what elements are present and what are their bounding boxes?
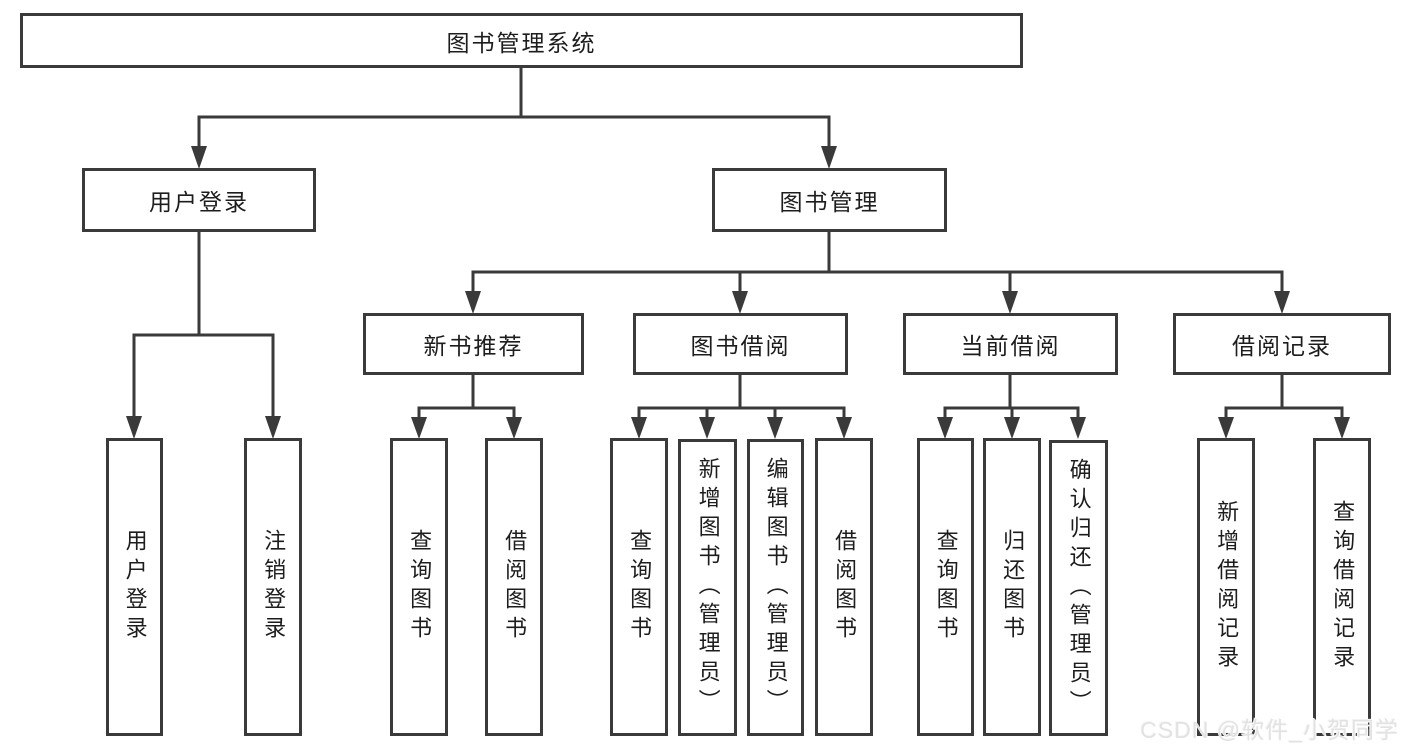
leaf-add-borrow-record: 新增借阅记录 xyxy=(1197,438,1255,736)
leaf-user-login: 用户登录 xyxy=(106,438,163,736)
leaf-query-books-recommend: 查询图书 xyxy=(390,438,448,736)
leaf-label: 注销登录 xyxy=(261,529,287,645)
leaf-query-books-current: 查询图书 xyxy=(917,438,974,736)
leaf-label: 借阅图书 xyxy=(832,529,858,645)
leaf-query-books-borrow: 查询图书 xyxy=(610,438,668,736)
leaf-label: 查询借阅记录 xyxy=(1330,500,1356,674)
csdn-watermark: CSDN @软件_小贺同学 xyxy=(1140,717,1399,743)
node-label: 当前借阅 xyxy=(960,333,1061,359)
node-book-borrow: 图书借阅 xyxy=(633,313,848,375)
node-label: 新书推荐 xyxy=(423,333,524,359)
node-label: 借阅记录 xyxy=(1232,333,1332,359)
leaf-label: 借阅图书 xyxy=(502,529,528,645)
leaf-return-books: 归还图书 xyxy=(983,438,1041,736)
node-new-book-recommend: 新书推荐 xyxy=(363,313,584,375)
node-label: 用户登录 xyxy=(149,189,249,215)
leaf-label: 查询图书 xyxy=(407,529,433,645)
node-user-login: 用户登录 xyxy=(82,168,316,232)
node-label: 图书管理 xyxy=(779,189,880,215)
leaf-confirm-return-admin: 确认归还（管理员） xyxy=(1049,440,1108,736)
node-borrow-records: 借阅记录 xyxy=(1173,313,1391,375)
leaf-label: 查询图书 xyxy=(627,529,653,645)
leaf-label: 用户登录 xyxy=(122,529,148,645)
leaf-label: 归还图书 xyxy=(1000,529,1026,645)
leaf-logout: 注销登录 xyxy=(244,438,302,736)
leaf-label: 新增借阅记录 xyxy=(1214,500,1240,674)
node-library-system: 图书管理系统 xyxy=(20,13,1023,68)
leaf-label: 确认归还（管理员） xyxy=(1066,457,1092,719)
node-label: 图书管理系统 xyxy=(446,29,597,56)
leaf-query-borrow-record: 查询借阅记录 xyxy=(1313,438,1371,736)
node-label: 图书借阅 xyxy=(690,333,791,359)
leaf-edit-book-admin: 编辑图书（管理员） xyxy=(747,439,804,736)
leaf-borrow-books: 借阅图书 xyxy=(815,438,873,736)
leaf-add-book-admin: 新增图书（管理员） xyxy=(678,439,737,736)
node-book-management: 图书管理 xyxy=(712,168,947,232)
leaf-borrow-books-recommend: 借阅图书 xyxy=(485,438,543,736)
node-current-borrow: 当前借阅 xyxy=(903,313,1118,375)
leaf-label: 新增图书（管理员） xyxy=(695,457,721,718)
leaf-label: 查询图书 xyxy=(933,529,959,645)
leaf-label: 编辑图书（管理员） xyxy=(763,457,789,718)
